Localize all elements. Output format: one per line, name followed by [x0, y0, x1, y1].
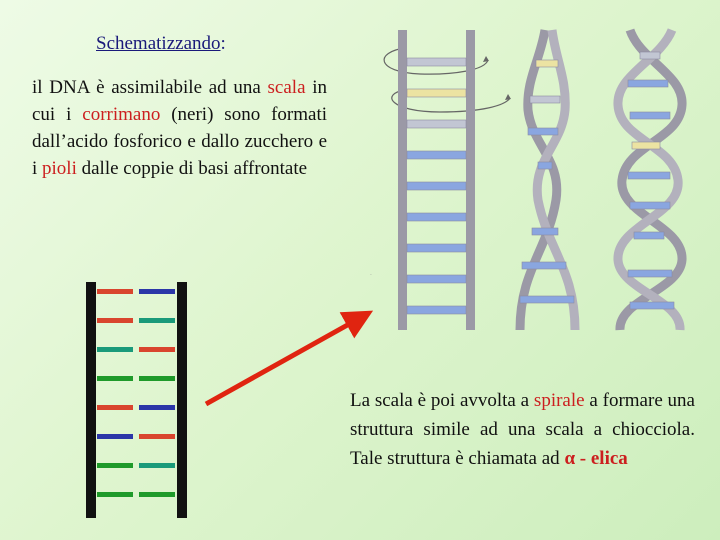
base-pair-rung	[630, 112, 670, 119]
base-pair-rung	[538, 162, 552, 169]
base-pair-rung	[536, 60, 558, 67]
base-pair-rung	[407, 244, 466, 252]
base-pair-rung	[407, 89, 466, 97]
base-pair-rung	[628, 80, 668, 87]
base-pair-rung	[407, 306, 466, 314]
base-pair-rung	[522, 262, 566, 269]
stray-dot: .	[370, 270, 372, 277]
rotation-arrowhead-icon	[483, 56, 489, 62]
base-pair-rung	[407, 182, 466, 190]
base-pair-rung	[628, 270, 672, 277]
base-pair-rung	[520, 296, 574, 303]
base-pair-rung	[407, 120, 466, 128]
rotation-arrowhead-icon	[505, 94, 511, 100]
base-pair-rung	[634, 232, 664, 239]
base-pair-rung	[630, 202, 670, 209]
base-pair-rung	[640, 52, 660, 59]
base-pair-rung	[532, 228, 558, 235]
base-pair-rung	[632, 142, 660, 149]
base-pair-rung	[407, 213, 466, 221]
helix-rungs	[628, 52, 674, 309]
base-pair-rung	[407, 58, 466, 66]
base-pair-rung	[528, 128, 558, 135]
helix-rail-right	[466, 30, 475, 330]
base-pair-rung	[630, 302, 674, 309]
base-pair-rung	[530, 96, 560, 103]
base-pair-rung	[407, 275, 466, 283]
helix-rail-left	[398, 30, 407, 330]
base-pair-rung	[407, 151, 466, 159]
base-pair-rung	[628, 172, 670, 179]
straight-ladder-rungs	[407, 58, 466, 314]
